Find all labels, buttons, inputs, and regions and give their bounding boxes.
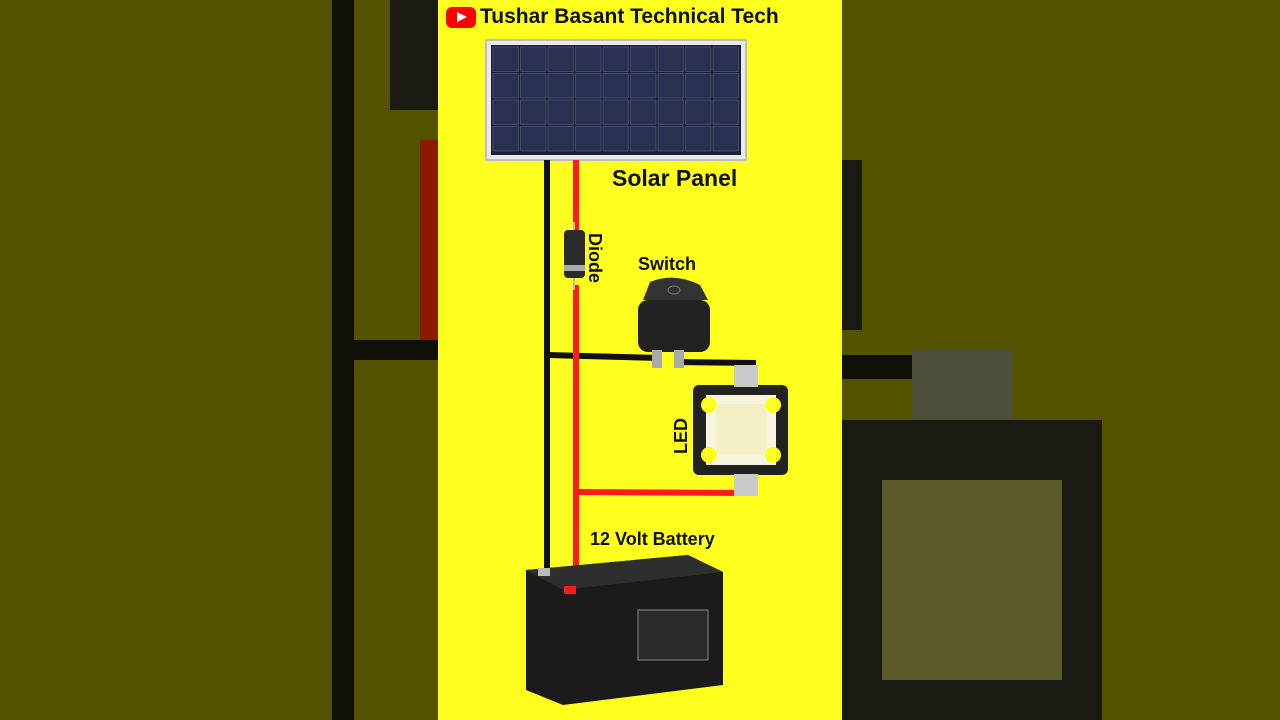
solar-cell xyxy=(685,99,712,125)
solar-cell xyxy=(685,126,712,152)
solar-cell xyxy=(492,73,519,99)
solar-cells xyxy=(492,46,739,152)
left-background-art xyxy=(332,0,438,720)
right-background-art xyxy=(842,160,1102,720)
solar-cell xyxy=(520,73,547,99)
solar-cell xyxy=(547,73,574,99)
solar-cell xyxy=(630,46,657,72)
diode-zoom-shape xyxy=(390,0,438,110)
solar-cell xyxy=(547,126,574,152)
led-tab-zoom xyxy=(912,350,1012,430)
solar-cell xyxy=(657,73,684,99)
led-label: LED xyxy=(671,418,691,454)
solar-cell xyxy=(575,73,602,99)
solar-cell xyxy=(492,126,519,152)
channel-name: Tushar Basant Technical Tech xyxy=(480,5,779,28)
battery xyxy=(526,555,723,705)
solar-cell xyxy=(575,126,602,152)
solar-cell xyxy=(547,46,574,72)
solar-cell xyxy=(602,46,629,72)
solar-cell xyxy=(492,99,519,125)
diode-label: Diode xyxy=(585,233,605,284)
negative-wire xyxy=(544,160,757,570)
youtube-play-icon xyxy=(446,7,476,28)
solar-cell xyxy=(602,73,629,99)
positive-wire xyxy=(573,160,751,590)
solar-cell xyxy=(630,73,657,99)
solar-cell xyxy=(575,99,602,125)
battery-label: 12 Volt Battery xyxy=(590,529,715,549)
solar-cell xyxy=(712,99,739,125)
solar-cell xyxy=(685,46,712,72)
solar-cell xyxy=(657,99,684,125)
solar-panel-label: Solar Panel xyxy=(612,165,738,191)
led-chip-zoom xyxy=(882,480,1062,680)
led-chip xyxy=(693,365,788,496)
solar-cell xyxy=(602,126,629,152)
diode xyxy=(564,222,585,290)
solar-cell xyxy=(575,46,602,72)
diagram-drawing xyxy=(485,39,788,705)
left-background-panel xyxy=(0,0,438,720)
right-background-panel xyxy=(842,0,1280,720)
solar-cell xyxy=(712,46,739,72)
switch-label: Switch xyxy=(638,254,697,274)
black-wire-zoom-horizontal xyxy=(332,340,438,360)
rocker-switch xyxy=(638,277,710,368)
wiring-diagram: Tushar Basant Technical Tech Solar Panel… xyxy=(438,0,842,720)
solar-cell xyxy=(492,46,519,72)
solar-cell xyxy=(712,73,739,99)
solar-panel xyxy=(485,39,747,161)
solar-cell xyxy=(520,99,547,125)
solar-cell xyxy=(602,99,629,125)
solar-cell xyxy=(657,46,684,72)
solar-cell xyxy=(520,126,547,152)
solar-cell xyxy=(657,126,684,152)
switch-zoom-shape xyxy=(842,160,862,330)
solar-cell xyxy=(547,99,574,125)
solar-cell xyxy=(712,126,739,152)
solar-cell xyxy=(630,99,657,125)
red-wire-zoom xyxy=(420,140,438,340)
solar-cell xyxy=(685,73,712,99)
solar-cell xyxy=(520,46,547,72)
solar-cell xyxy=(630,126,657,152)
